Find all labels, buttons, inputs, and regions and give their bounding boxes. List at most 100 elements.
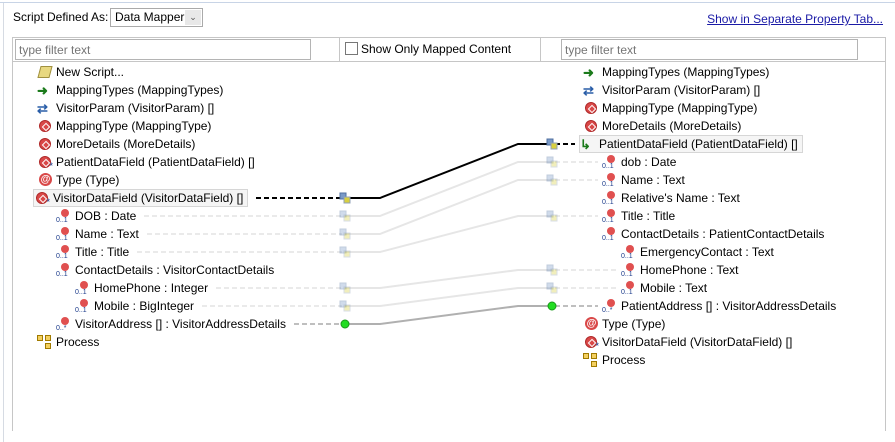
target-mapping-node [546,174,554,182]
source-tree-item[interactable]: *VisitorDataField (VisitorDataField) [] [33,189,249,207]
source-tree-item[interactable]: ➜ MappingTypes (MappingTypes) [37,81,223,99]
tree-item-label: MoreDetails (MoreDetails) [602,119,742,133]
tree-item-label: New Script... [56,65,125,79]
mapping-line [345,161,552,217]
tree-item-label: MappingType (MappingType) [56,119,212,133]
attribute-icon: 0..1 [56,262,72,278]
target-mapping-node [550,214,558,222]
class-array-icon: * [34,190,50,207]
process-icon [37,334,53,350]
target-mapping-node [546,210,554,218]
target-tree-item[interactable]: MoreDetails (MoreDetails) [583,117,741,135]
mapping-types-icon: ➜ [583,65,594,80]
source-tree-item[interactable]: MappingType (MappingType) [37,117,211,135]
target-mapping-node [546,282,554,290]
mapping-line [345,143,552,199]
attribute-icon: 0..1 [621,244,637,260]
mapper-header [12,37,886,62]
attribute-array-icon: 0..* [602,298,618,314]
target-tree-item[interactable]: @Type (Type) [583,315,665,333]
target-tree-item[interactable]: ⇄ VisitorParam (VisitorParam) [] [583,81,760,99]
target-mapping-node [550,286,558,294]
source-mapping-node [343,250,351,258]
tree-item-label: VisitorParam (VisitorParam) [] [56,101,215,115]
source-tree-item[interactable]: 0..*VisitorAddress [] : VisitorAddressDe… [56,315,286,333]
source-mapping-node [343,286,351,294]
tree-item-label: DOB : Date [75,209,137,223]
left-filter-input[interactable] [15,39,311,60]
class-array-icon: * [583,334,599,351]
source-tree-item[interactable]: MoreDetails (MoreDetails) [37,135,195,153]
target-mapping-node [546,264,554,272]
show-separate-tab-link[interactable]: Show in Separate Property Tab... [707,12,883,26]
tree-item-label: HomePhone : Integer [94,281,209,295]
tree-item-label: PatientDataField (PatientDataField) [] [599,137,798,151]
target-tree-item[interactable]: ↳ PatientDataField (PatientDataField) [] [579,135,803,153]
tree-item-label: MoreDetails (MoreDetails) [56,137,196,151]
class-icon [37,136,53,152]
source-tree-item[interactable]: ⇄VisitorParam (VisitorParam) [] [37,99,214,117]
tree-item-label: VisitorParam (VisitorParam) [] [602,83,761,97]
divider [540,37,541,62]
target-mapping-node [550,160,558,168]
script-type-value: Data Mapper [115,10,185,24]
chevron-down-icon[interactable]: ⌄ [185,10,201,25]
mapping-line [345,287,552,307]
tree-item-label: dob : Date [621,155,677,169]
tree-item-label: MappingType (MappingType) [602,101,758,115]
tree-item-label: Title : Title [621,209,676,223]
tree-item-label: Title : Title [75,245,130,259]
target-tree-item[interactable]: Process [583,351,645,369]
tree-item-label: VisitorDataField (VisitorDataField) [] [53,191,244,205]
target-tree-item[interactable]: MappingType (MappingType) [583,99,757,117]
source-mapping-node [339,228,347,236]
source-mapping-node [343,232,351,240]
attribute-icon: 0..1 [75,280,91,296]
class-icon [583,100,599,116]
target-tree-item[interactable]: *VisitorDataField (VisitorDataField) [] [583,333,792,351]
show-only-mapped-checkbox[interactable] [345,42,358,55]
attribute-icon: 0..1 [56,226,72,242]
target-list-icon: ↳ [580,137,591,152]
tree-item-label: HomePhone : Text [640,263,739,277]
process-icon [583,352,599,368]
target-mapping-node [547,301,557,311]
target-tree-item[interactable]: ➜MappingTypes (MappingTypes) [583,63,769,81]
target-tree-item[interactable]: 0..*PatientAddress [] : VisitorAddressDe… [602,297,836,315]
source-mapping-node [339,300,347,308]
tree-item-label: Name : Text [621,173,685,187]
mapping-types-icon: ➜ [37,83,48,98]
source-tree-item[interactable]: @Type (Type) [37,171,119,189]
tree-item-label: MappingTypes (MappingTypes) [56,83,224,97]
right-filter-input[interactable] [561,39,858,60]
mapping-line [345,215,552,253]
script-icon [37,64,53,80]
script-type-dropdown[interactable]: Data Mapper⌄ [110,8,203,27]
show-only-mapped-label[interactable]: Show Only Mapped Content [361,42,512,56]
attribute-icon: 0..1 [602,154,618,170]
tree-item-label: Name : Text [75,227,139,241]
mapping-line [345,305,552,325]
tree-item-label: Type (Type) [56,173,120,187]
param-icon: ⇄ [583,83,594,98]
source-tree-item[interactable]: Process [37,333,99,351]
enum-icon: @ [585,317,598,330]
source-tree-item[interactable]: *PatientDataField (PatientDataField) [] [37,153,255,171]
target-mapping-node [550,268,558,276]
source-tree-item[interactable]: New Script... [37,63,124,81]
